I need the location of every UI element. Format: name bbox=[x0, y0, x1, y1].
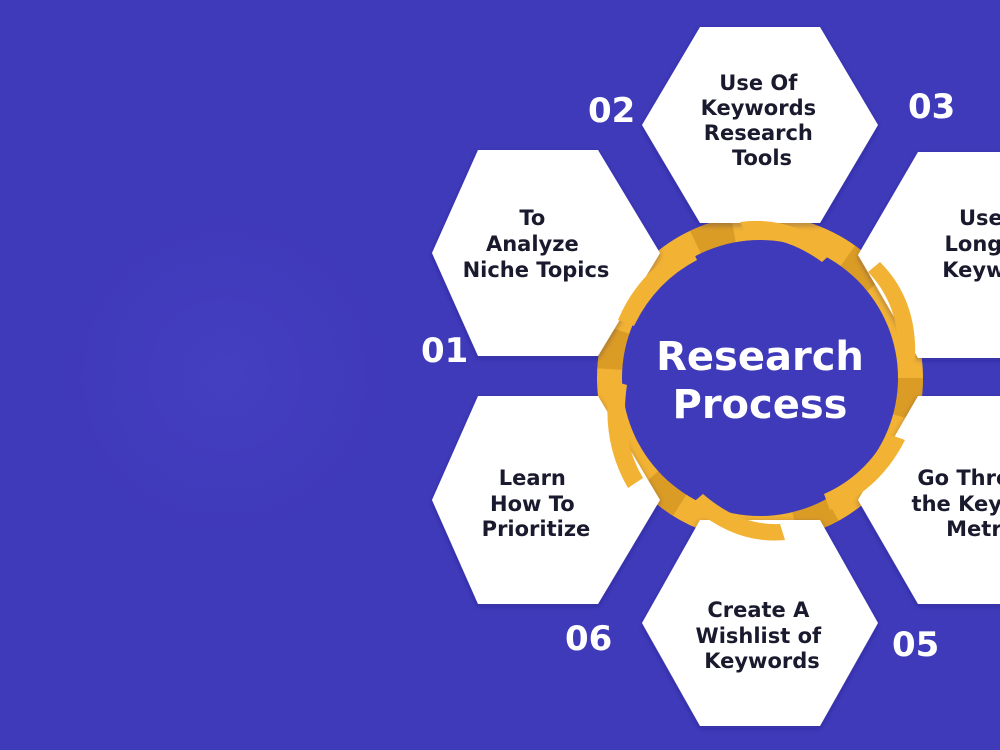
step-number-06: 06 bbox=[565, 619, 612, 659]
step-05-line: Keywords bbox=[704, 649, 820, 673]
step-02-line: Tools bbox=[732, 146, 792, 170]
svg-text:Learn How To Prior: Learn How To Prioritize bbox=[482, 466, 591, 541]
center-title-line2: Process bbox=[673, 382, 848, 428]
step-06-line: Learn bbox=[499, 466, 566, 490]
step-03-line: Long-Tail bbox=[945, 232, 1000, 256]
step-05-line: Create A bbox=[707, 598, 810, 622]
step-02: Use Of Keywords Research Tools bbox=[642, 27, 878, 223]
hexagon bbox=[642, 27, 878, 223]
step-05-line: Wishlist of bbox=[696, 624, 822, 648]
svg-text:Go Through the Keyword: Go Through the Keyword Metrics bbox=[912, 466, 1000, 541]
step-06: Learn How To Prioritize bbox=[432, 396, 660, 604]
step-03-line: Use of bbox=[959, 206, 1000, 230]
step-number-02: 02 bbox=[588, 91, 635, 131]
step-02-line: Use Of bbox=[719, 71, 798, 95]
step-04-line: Go Through bbox=[917, 466, 1000, 490]
step-04-line: the Keyword bbox=[912, 492, 1000, 516]
step-01-line: Niche Topics bbox=[463, 258, 610, 282]
svg-text:Create A Wishlist of: Create A Wishlist of Keywords bbox=[696, 598, 829, 673]
step-05: Create A Wishlist of Keywords bbox=[642, 520, 878, 726]
hexagon bbox=[432, 396, 660, 604]
step-04-line: Metrics bbox=[946, 517, 1000, 541]
step-03-line: Keywords bbox=[942, 258, 1000, 282]
step-01: To Analyze Niche Topics bbox=[432, 150, 660, 356]
svg-text:Use Of Keywords Re: Use Of Keywords Research Tools bbox=[701, 71, 824, 170]
step-01-line: To bbox=[519, 206, 545, 230]
hexagon bbox=[642, 520, 878, 726]
step-06-line: Prioritize bbox=[482, 517, 591, 541]
background-glow bbox=[60, 210, 390, 540]
center-circle bbox=[622, 240, 898, 516]
step-02-line: Research bbox=[704, 121, 813, 145]
svg-text:To Analyze Niche T: To Analyze Niche Topics bbox=[463, 206, 610, 282]
svg-text:Use of Long-Tail K: Use of Long-Tail Keywords bbox=[942, 206, 1000, 282]
step-number-03: 03 bbox=[908, 87, 955, 127]
center-title-line1: Research bbox=[656, 334, 864, 380]
step-06-line: How To bbox=[490, 492, 575, 516]
step-number-01: 01 bbox=[421, 331, 468, 371]
step-02-line: Keywords bbox=[701, 96, 817, 120]
ribbon-twists bbox=[607, 220, 916, 541]
hexagon bbox=[432, 150, 660, 356]
step-01-line: Analyze bbox=[486, 232, 579, 256]
step-number-05: 05 bbox=[892, 625, 939, 665]
